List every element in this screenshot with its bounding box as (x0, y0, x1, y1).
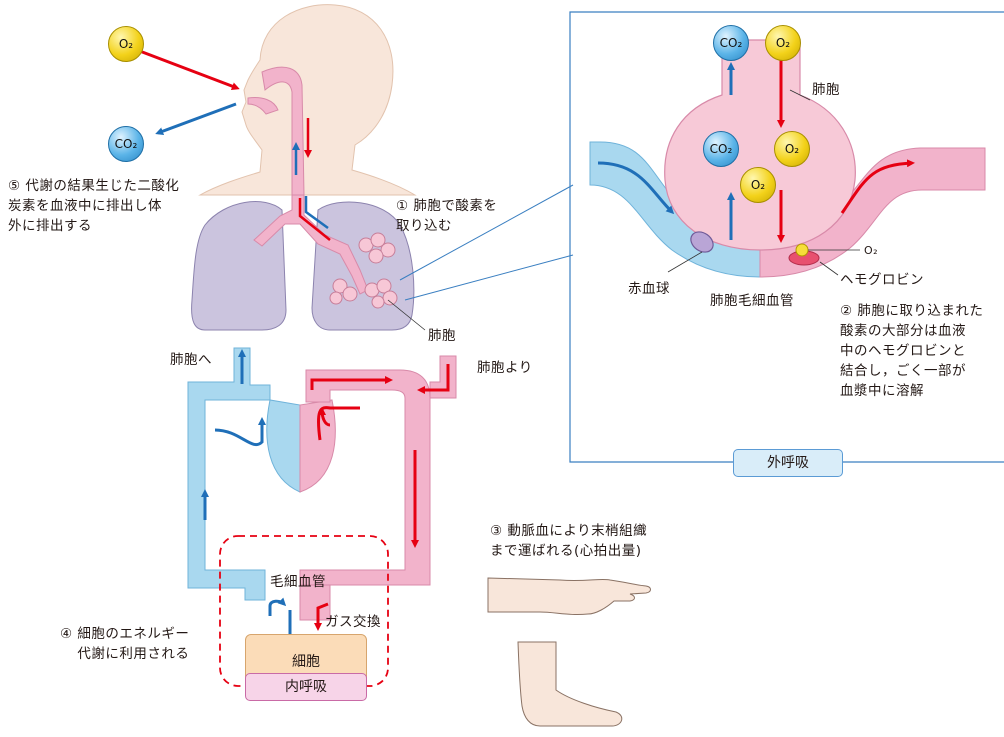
exhale-arrow (158, 104, 236, 133)
alveolar-capillary-label: 肺胞毛細血管 (710, 291, 794, 311)
inset-pointer-bottom (405, 255, 573, 300)
gas-exchange-label: ガス交換 (325, 612, 381, 632)
head-silhouette (200, 5, 415, 195)
external-respiration-tag: 外呼吸 (733, 449, 843, 477)
inhale-arrow (137, 50, 237, 88)
step4-label: ④ 細胞のエネルギー 代謝に利用される (60, 624, 189, 664)
foot (518, 642, 622, 726)
inset-alveolus (665, 40, 856, 250)
lungs (192, 195, 414, 330)
step3-label: ③ 動脈血により末梢組織 まで運ばれる(心拍出量) (490, 521, 647, 561)
co2-molecule-inset-top: CO₂ (713, 25, 749, 61)
bound-o2-dot (796, 244, 808, 256)
o2-molecule-inset-top: O₂ (765, 25, 801, 61)
o2-small-label: O₂ (864, 241, 878, 261)
red-blood-cell-label: 赤血球 (628, 279, 670, 299)
co2-molecule-exhale: CO₂ (108, 126, 144, 162)
cell-co2-arrow (270, 601, 284, 616)
capillary-label: 毛細血管 (270, 572, 326, 592)
right-heart-arrow (215, 420, 262, 445)
lung-alveolus-label: 肺胞 (428, 326, 456, 346)
hemoglobin-leader (820, 262, 838, 275)
hemoglobin-label: ヘモグロビン (840, 270, 924, 290)
from-alveoli-label: 肺胞より (477, 358, 533, 378)
o2-molecule-inset-mid: O₂ (774, 131, 810, 167)
o2-molecule-inset-low: O₂ (740, 167, 776, 203)
internal-respiration-tag: 内呼吸 (245, 673, 367, 701)
step2-label: ② 肺胞に取り込まれた 酸素の大部分は血液 中のヘモグロビンと 結合し，ごく一部… (840, 301, 983, 401)
to-alveoli-label: 肺胞へ (170, 350, 212, 370)
co2-molecule-inset-mid: CO₂ (703, 131, 739, 167)
step5-label: ⑤ 代謝の結果生じた二酸化 炭素を血液中に排出し体 外に排出する (8, 176, 179, 236)
arm (488, 578, 651, 615)
o2-molecule-inhale: O₂ (108, 26, 144, 62)
venous-circuit (188, 348, 300, 600)
inset-alveolus-label: 肺胞 (812, 80, 840, 100)
step1-label: ① 肺胞で酸素を 取り込む (396, 196, 497, 236)
